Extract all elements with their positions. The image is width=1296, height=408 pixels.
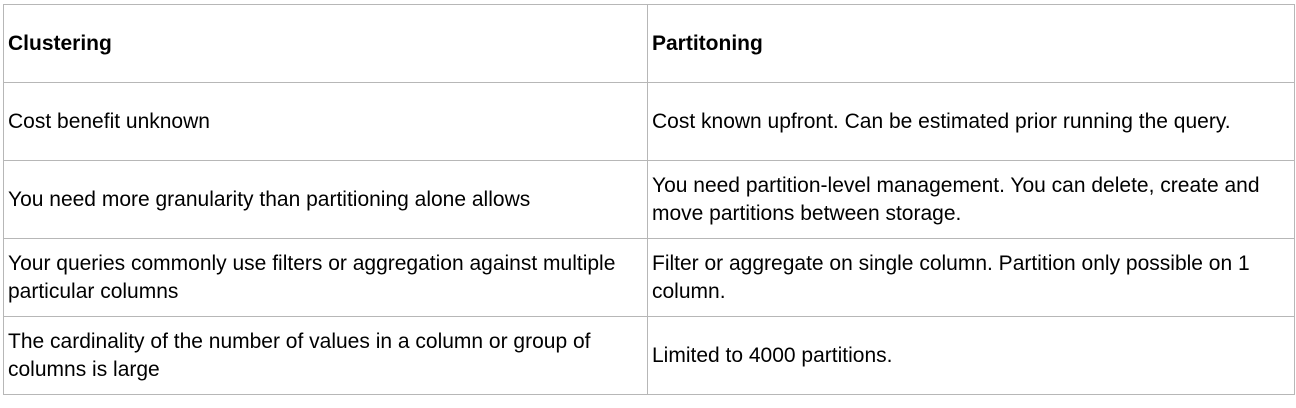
table-cell-clustering: Your queries commonly use filters or agg… xyxy=(3,238,648,317)
table-row: You need more granularity than partition… xyxy=(3,160,1295,239)
table-cell-partitioning: Cost known upfront. Can be estimated pri… xyxy=(647,82,1295,161)
table-row: The cardinality of the number of values … xyxy=(3,316,1295,395)
table-cell-clustering: Cost benefit unknown xyxy=(3,82,648,161)
comparison-table: Clustering Partitoning Cost benefit unkn… xyxy=(3,4,1295,395)
table-cell-clustering: You need more granularity than partition… xyxy=(3,160,648,239)
table-header-row: Clustering Partitoning xyxy=(3,4,1295,83)
table-cell-partitioning: Limited to 4000 partitions. xyxy=(647,316,1295,395)
table-cell-partitioning: Filter or aggregate on single column. Pa… xyxy=(647,238,1295,317)
table-row: Your queries commonly use filters or agg… xyxy=(3,238,1295,317)
header-partitioning: Partitoning xyxy=(647,4,1295,83)
table-cell-clustering: The cardinality of the number of values … xyxy=(3,316,648,395)
table-row: Cost benefit unknown Cost known upfront.… xyxy=(3,82,1295,161)
header-clustering: Clustering xyxy=(3,4,648,83)
table-cell-partitioning: You need partition-level management. You… xyxy=(647,160,1295,239)
